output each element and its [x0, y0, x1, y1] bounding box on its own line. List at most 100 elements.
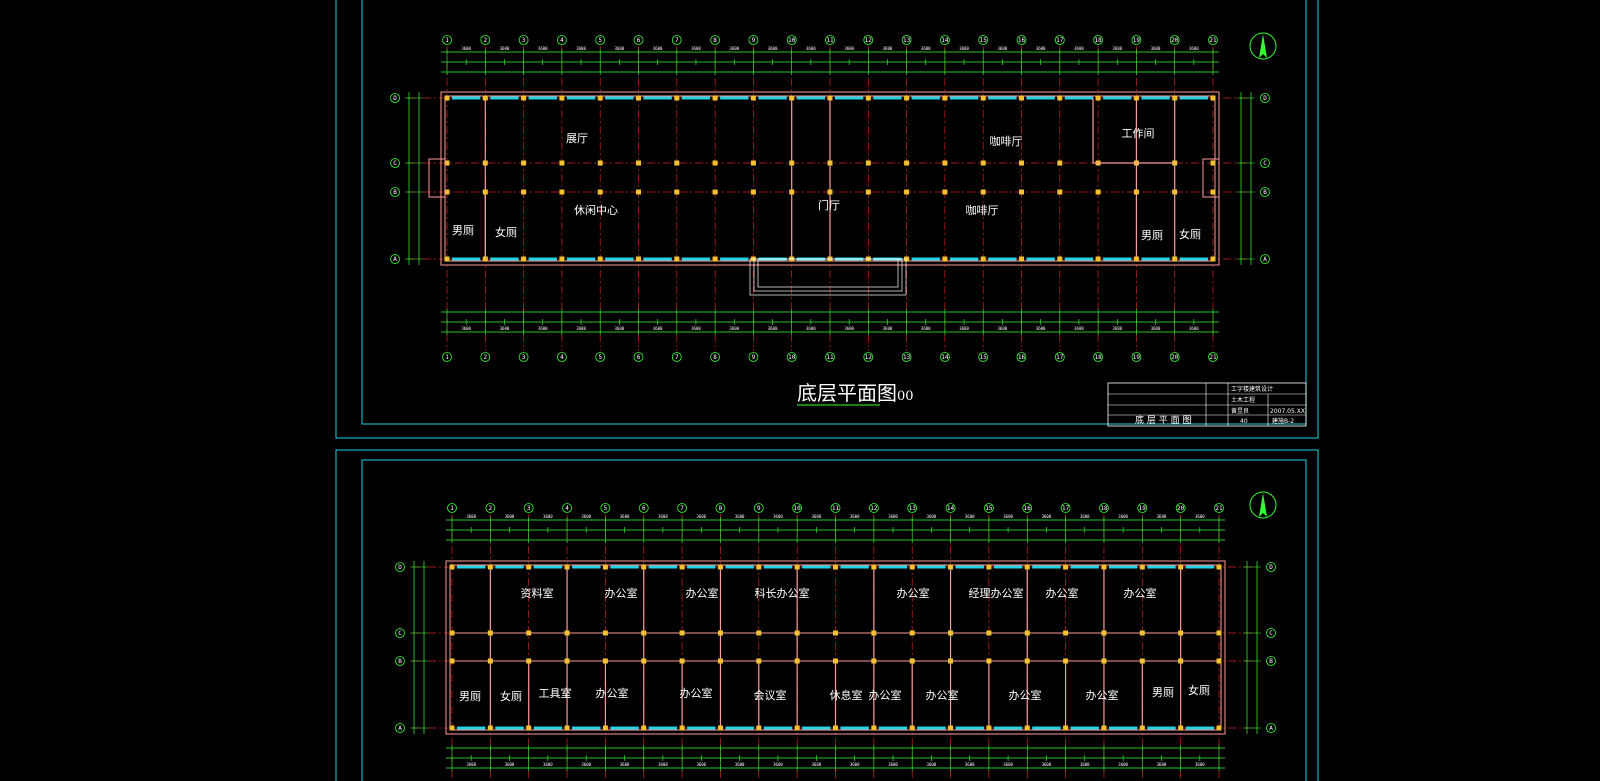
dimension-text: 3600: [1042, 514, 1052, 519]
dimension-text: 3600: [1151, 46, 1161, 51]
column: [871, 630, 877, 636]
column: [1024, 725, 1030, 731]
dimension-text: 3600: [1157, 514, 1167, 519]
axis-label: 6: [642, 505, 646, 512]
dimension-text: 3600: [1195, 514, 1205, 519]
room-label: 休息室: [830, 688, 863, 702]
column: [789, 160, 795, 166]
column: [865, 189, 871, 195]
column: [948, 725, 954, 731]
column: [679, 658, 685, 664]
drawing-title-text: 底层平面图00: [797, 381, 914, 405]
dimension-text: 3600: [1003, 762, 1013, 767]
axis-bubble: [1260, 254, 1270, 264]
axis-label: 14: [947, 505, 955, 512]
dimension-text: 3600: [921, 326, 931, 331]
axis-label: 7: [680, 505, 684, 512]
dimension-text: 3600: [658, 514, 668, 519]
dimension-text: 3600: [773, 762, 783, 767]
dimension-text: 3600: [812, 762, 822, 767]
axis-bubble: [1214, 503, 1224, 513]
axis-bubble: [1131, 352, 1142, 362]
column: [559, 95, 565, 101]
axis-bubble: [1093, 352, 1103, 362]
axis-label: 15: [985, 505, 993, 512]
column: [1024, 658, 1030, 664]
axis-bubble: [1175, 503, 1186, 513]
column: [1101, 630, 1107, 636]
dimension-text: 3600: [576, 326, 586, 331]
dimension-text: 3600: [959, 46, 969, 51]
column: [717, 658, 723, 664]
axis-bubble: [395, 723, 405, 733]
column: [827, 160, 833, 166]
axis-bubble: [753, 503, 764, 513]
room-label: 办公室: [1086, 688, 1119, 702]
dimension-text: 3600: [1151, 326, 1161, 331]
axis-label: 21: [1209, 37, 1217, 44]
room-label: 门厅: [818, 198, 840, 212]
column: [521, 160, 527, 166]
column: [986, 658, 992, 664]
axis-bubble: [907, 503, 918, 513]
title-block-project: 工字楼建筑设计: [1231, 385, 1273, 393]
column: [1057, 256, 1063, 262]
room-label: 男厕: [1141, 229, 1163, 242]
axis-bubble: [633, 352, 644, 362]
column: [597, 189, 603, 195]
column: [904, 95, 910, 101]
dimension-text: 3600: [1003, 514, 1013, 519]
sheet2-frame: [335, 449, 1319, 781]
stair-bay: [428, 158, 446, 198]
dimension-text: 3600: [615, 46, 625, 51]
column: [833, 725, 838, 731]
column: [909, 725, 915, 731]
axis-label: C: [1269, 630, 1273, 637]
axis-label: C: [398, 630, 402, 637]
column: [871, 725, 877, 731]
axis-label: 1: [445, 354, 449, 361]
axis-bubble: [562, 503, 572, 513]
outer-wall: [445, 560, 1226, 735]
axis-bubble: [633, 35, 644, 45]
column: [871, 564, 877, 570]
column: [986, 564, 992, 570]
axis-label: 18: [1100, 505, 1108, 512]
axis-bubble: [395, 628, 405, 638]
axis-label: 10: [788, 354, 796, 361]
dimension-text: 3600: [466, 762, 476, 767]
column: [948, 564, 954, 570]
axis-bubble: [786, 35, 797, 45]
column: [1101, 658, 1107, 664]
dimension-text: 3600: [812, 514, 822, 519]
room-label: 咖啡厅: [966, 203, 999, 217]
column: [833, 630, 838, 636]
title-block: 工字楼建筑设计 土木工程 黄昱良 2007.05.XX 底 层 平 面 图 40…: [1107, 382, 1307, 427]
column: [942, 256, 948, 262]
axis-bubble: [485, 503, 496, 513]
axis-label: A: [1269, 725, 1273, 732]
axis-label: 8: [719, 505, 723, 512]
column: [444, 160, 450, 166]
axis-bubble: [595, 35, 606, 45]
entrance-steps: [753, 258, 903, 292]
column: [865, 95, 871, 101]
column: [526, 630, 532, 636]
room-label: 办公室: [1046, 586, 1079, 600]
column: [1139, 725, 1145, 731]
axis-label: 1: [445, 37, 449, 44]
dimension-text: 3600: [1080, 514, 1090, 519]
axis-bubble: [978, 352, 989, 362]
room-label: 办公室: [926, 688, 959, 702]
dimension-text: 3600: [965, 514, 975, 519]
column: [948, 658, 954, 664]
room-label: 女厕: [1179, 227, 1201, 241]
column: [980, 160, 986, 166]
axis-bubble: [901, 352, 912, 362]
column: [756, 658, 762, 664]
axis-label: 4: [560, 37, 564, 44]
axis-label: 21: [1209, 354, 1217, 361]
column: [679, 564, 685, 570]
column: [1063, 658, 1069, 664]
